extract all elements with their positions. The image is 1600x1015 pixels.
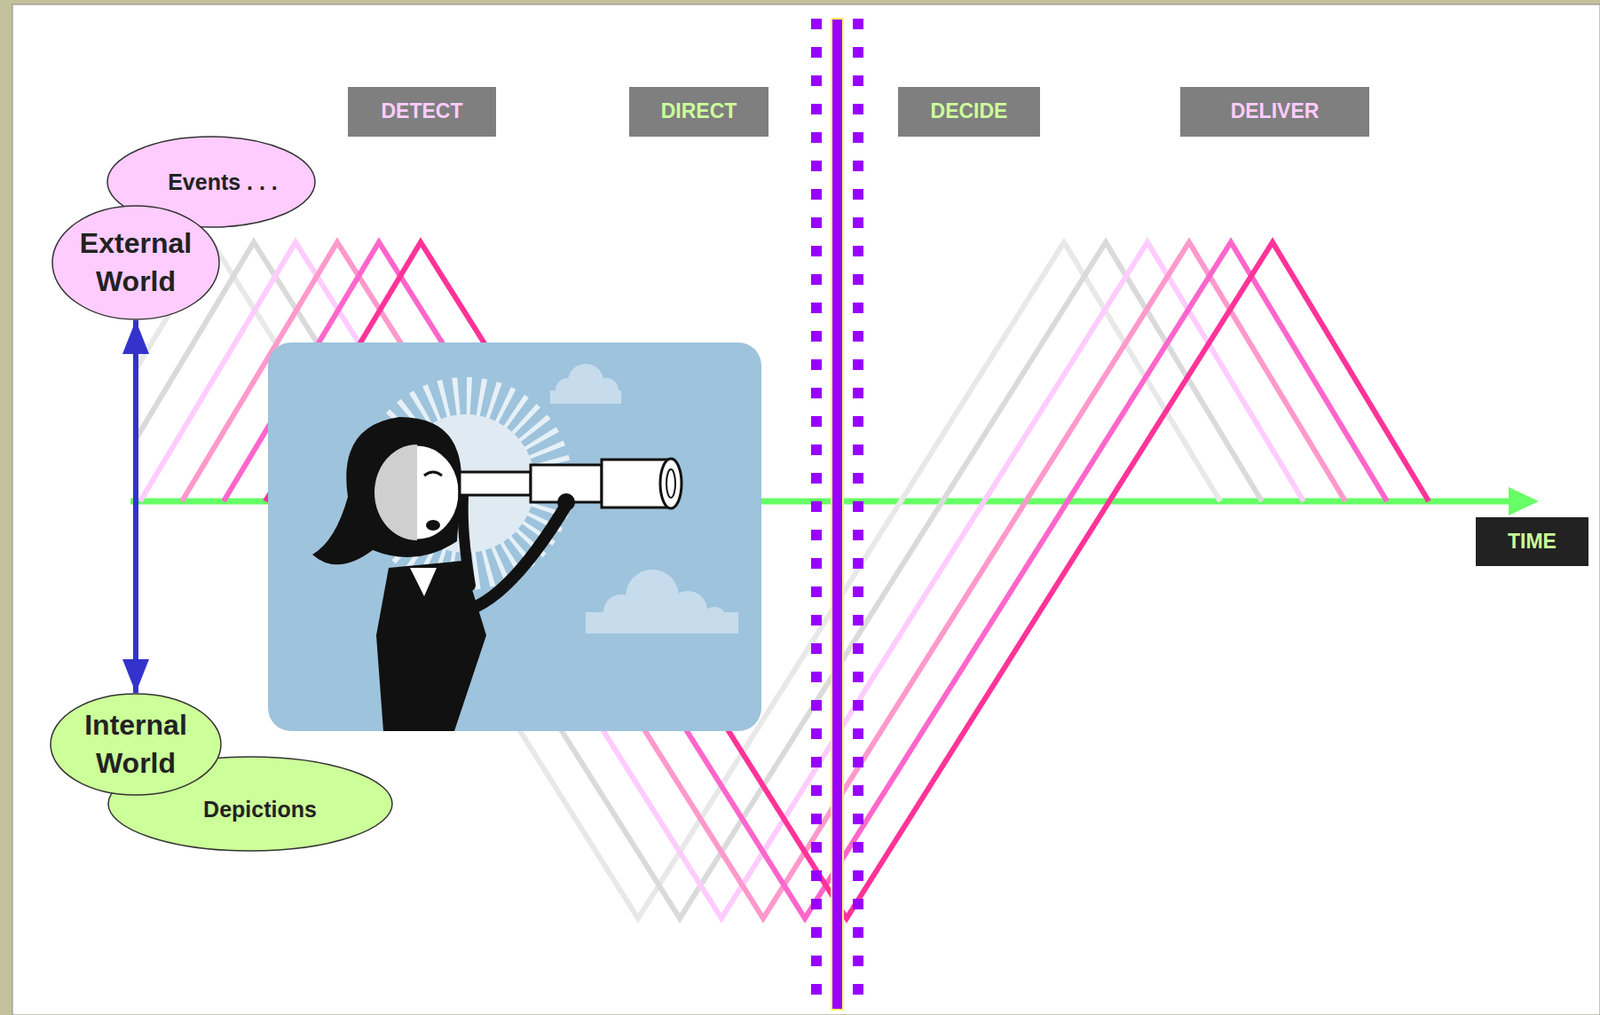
boundary-dots: [811, 18, 822, 1010]
cloud: [550, 363, 622, 404]
cloud-part: [550, 390, 622, 404]
node-label: DIRECT: [661, 99, 738, 125]
node-label: DECIDE: [930, 99, 1009, 125]
stage-box: DIRECT: [629, 86, 769, 137]
cloud-part: [585, 612, 739, 634]
telescope-tube: [459, 472, 531, 496]
canvas-area: [12, 4, 1600, 1015]
stage-box: DECIDE: [898, 86, 1041, 137]
woman-eye: [424, 472, 442, 476]
node-label: DETECT: [381, 99, 464, 125]
node-label: DELIVER: [1230, 99, 1320, 125]
telescope-lens: [666, 469, 676, 498]
woman-face: [374, 444, 460, 541]
axis-label-box: TIME: [1475, 517, 1589, 567]
stage-box: DELIVER: [1180, 86, 1370, 137]
ellipse-outline: [49, 693, 222, 797]
node-label: TIME: [1507, 529, 1557, 555]
ellipse-outline: [51, 204, 221, 321]
time-axis-arrowhead: [1508, 487, 1539, 516]
world-ellipse: Internal World: [49, 693, 222, 797]
woman-collar: [409, 567, 437, 597]
boundary-line: [831, 18, 844, 1010]
double-arrow: [133, 320, 139, 694]
ellipse-shape: [50, 693, 221, 796]
woman-hair: [312, 417, 462, 565]
node-label: External World: [64, 224, 207, 301]
cycle-line: [223, 242, 1388, 919]
cloud: [585, 569, 739, 634]
stage-box: DETECT: [347, 86, 497, 137]
boundary-dots: [852, 18, 864, 1010]
cycle-line: [140, 242, 1304, 919]
ellipse-shape: [52, 205, 220, 320]
node-label: Depictions: [203, 796, 317, 823]
woman-face-shade: [374, 444, 418, 541]
telescope-lens: [660, 458, 682, 509]
woman-arm: [463, 496, 471, 586]
node-label: Events . . .: [167, 168, 278, 196]
woman-mouth: [425, 520, 441, 531]
cycle-lines: [133, 242, 1429, 919]
world-ellipse: External World: [51, 204, 221, 321]
telescope-illustration: [267, 342, 762, 732]
node-label: Internal World: [64, 706, 207, 783]
ellipse-shape: [108, 756, 393, 852]
illustration-sky: [267, 342, 762, 732]
woman-hand: [557, 493, 576, 512]
cycle-line: [265, 242, 1429, 919]
